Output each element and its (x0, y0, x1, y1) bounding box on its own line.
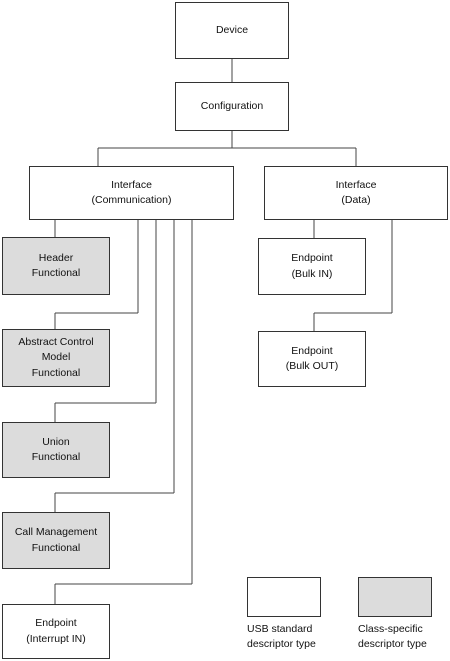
legend-standard-swatch (247, 577, 321, 617)
configuration-label: Configuration (200, 99, 264, 112)
device-node: Device (175, 2, 289, 59)
endpoint-bulk-out-label: Endpoint (Bulk OUT) (285, 344, 339, 372)
endpoint-interrupt-in-node: Endpoint (Interrupt IN) (2, 604, 110, 659)
legend-standard-label: USB standard descriptor type (247, 623, 316, 650)
union-functional-node: Union Functional (2, 422, 110, 478)
header-functional-label: Header Functional (31, 251, 81, 279)
legend-class-specific-label: Class-specific descriptor type (358, 623, 427, 650)
call-management-functional-label: Call Management Functional (14, 526, 98, 554)
endpoint-interrupt-in-label: Endpoint (Interrupt IN) (26, 617, 86, 645)
interface-communication-node: Interface (Communication) (29, 166, 234, 220)
acm-functional-node: Abstract Control Model Functional (2, 329, 110, 387)
endpoint-bulk-in-node: Endpoint (Bulk IN) (258, 238, 366, 295)
interface-communication-label: Interface (Communication) (91, 178, 172, 206)
union-functional-label: Union Functional (31, 435, 81, 463)
configuration-node: Configuration (175, 82, 289, 131)
endpoint-bulk-out-node: Endpoint (Bulk OUT) (258, 331, 366, 387)
endpoint-bulk-in-label: Endpoint (Bulk IN) (291, 252, 333, 280)
device-label: Device (215, 23, 249, 36)
interface-data-label: Interface (Data) (335, 178, 377, 206)
legend-class-specific-swatch (358, 577, 432, 617)
header-functional-node: Header Functional (2, 237, 110, 295)
acm-functional-label: Abstract Control Model Functional (18, 336, 94, 379)
call-management-functional-node: Call Management Functional (2, 512, 110, 569)
interface-data-node: Interface (Data) (264, 166, 448, 220)
